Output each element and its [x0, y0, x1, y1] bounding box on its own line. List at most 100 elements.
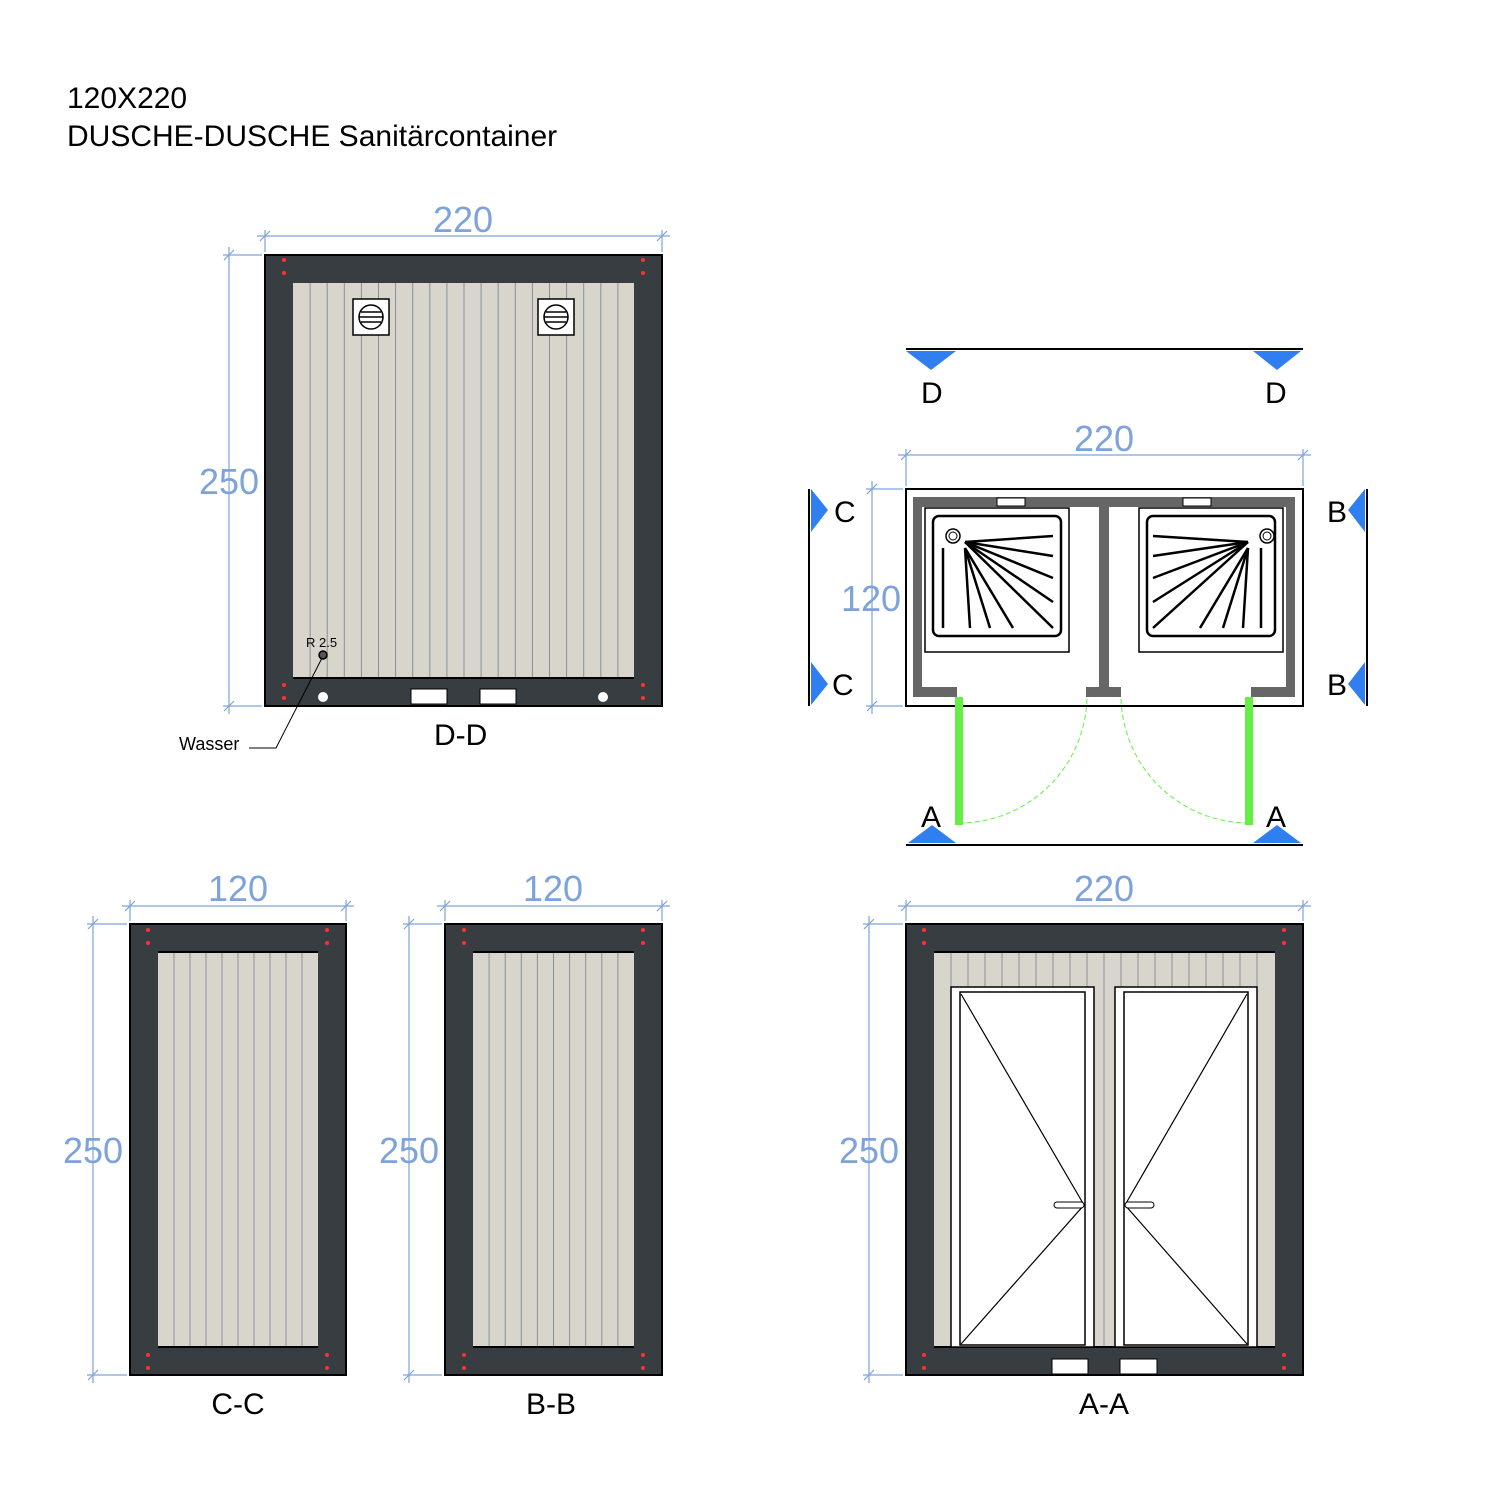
bolt	[922, 928, 926, 932]
tray-line	[1152, 540, 1249, 558]
dimension-tick	[1297, 449, 1309, 461]
section-arrow-icon	[1253, 351, 1301, 370]
bolt	[282, 258, 286, 262]
bolt	[325, 1366, 329, 1370]
tray-line	[964, 541, 1054, 629]
tray-line	[963, 547, 1015, 629]
bolt	[462, 1353, 466, 1357]
drain-icon	[1262, 531, 1272, 541]
tray-line	[964, 540, 1054, 604]
section-marker-b: B	[1327, 496, 1347, 529]
walls	[913, 497, 1295, 697]
bolt	[146, 928, 150, 932]
bolt	[641, 941, 645, 945]
tray-line	[1152, 541, 1249, 629]
dimension-tick	[403, 918, 415, 930]
door-swing-arc	[1120, 696, 1250, 824]
section-marker-a: A	[921, 801, 941, 834]
vent-icon	[996, 497, 1026, 507]
door-handle	[1124, 1201, 1155, 1209]
bolt	[641, 271, 645, 275]
dimension-width: 120	[208, 868, 268, 909]
door-swing-arc	[958, 696, 1088, 824]
tray-line	[1152, 534, 1249, 544]
bolt	[641, 1353, 645, 1357]
bolt	[146, 1366, 150, 1370]
bolt	[146, 941, 150, 945]
vent-icon	[537, 298, 575, 336]
tray-line	[1198, 547, 1250, 629]
forklift-pocket	[1119, 1358, 1158, 1375]
vent-icon	[1182, 497, 1212, 507]
view-a-a: A-A 220 250	[839, 868, 1304, 1421]
bolt	[922, 1366, 926, 1370]
frame-bolts	[146, 258, 1286, 1370]
water-label: Wasser	[179, 734, 239, 754]
dimension-tick	[656, 900, 668, 912]
bolt	[325, 928, 329, 932]
dimension-tick	[87, 918, 99, 930]
dimension-tick	[259, 230, 271, 242]
dimension-width: 120	[523, 868, 583, 909]
bolt	[282, 696, 286, 700]
bolt	[325, 941, 329, 945]
bolt	[1282, 941, 1286, 945]
forklift-pocket	[410, 688, 448, 705]
section-marker-c: C	[834, 496, 856, 529]
floor-plan: D D C C B B A A 220 120	[808, 348, 1368, 846]
dimension-tick	[866, 483, 878, 495]
view-label: D-D	[434, 719, 487, 752]
tray-line	[1241, 547, 1250, 629]
dimension-tick	[223, 249, 235, 261]
dimension-tick	[340, 900, 352, 912]
bolt	[1282, 1353, 1286, 1357]
view-label: C-C	[211, 1388, 264, 1421]
view-label: A-A	[1079, 1388, 1129, 1421]
section-marker-a: A	[1266, 801, 1286, 834]
dimension-width: 220	[433, 199, 493, 240]
bolt	[1282, 1366, 1286, 1370]
door-right	[1114, 986, 1258, 1348]
tray-line	[963, 547, 972, 629]
drain-icon	[948, 531, 958, 541]
drawing-title-name: DUSCHE-DUSCHE Sanitärcontainer	[67, 120, 557, 153]
drawing-title-size: 120X220	[67, 82, 187, 115]
door-leaf	[955, 697, 963, 825]
door-handle	[1053, 1201, 1085, 1209]
dimension-width: 220	[1074, 868, 1134, 909]
dimension-width: 220	[1074, 418, 1134, 459]
dimension-tick	[439, 900, 451, 912]
door-left	[950, 986, 1095, 1348]
drain-hole	[318, 692, 328, 702]
view-c-c: C-C 120 250	[63, 868, 347, 1421]
bolt	[641, 928, 645, 932]
leader-line	[249, 657, 323, 749]
bolt	[462, 1366, 466, 1370]
bolt	[922, 941, 926, 945]
dimension-lines	[87, 230, 1311, 1383]
section-marker-d: D	[921, 377, 943, 410]
dimension-tick	[863, 1369, 875, 1381]
section-marker-d: D	[1265, 377, 1287, 410]
bolt	[282, 271, 286, 275]
tray-line	[1152, 540, 1249, 604]
dimension-tick	[1297, 900, 1309, 912]
forklift-pocket	[1051, 1358, 1089, 1375]
view-label: B-B	[526, 1388, 576, 1421]
view-b-b: B-B 120 250	[379, 868, 663, 1421]
dimension-tick	[900, 900, 912, 912]
tray-line	[964, 540, 1054, 558]
dimension-tick	[863, 918, 875, 930]
bolt	[641, 258, 645, 262]
bolt	[325, 1353, 329, 1357]
bolt	[462, 941, 466, 945]
dimension-tick	[656, 230, 668, 242]
dimension-tick	[403, 1369, 415, 1381]
bolt	[641, 696, 645, 700]
bolt	[1282, 928, 1286, 932]
shower-tray	[924, 507, 1070, 653]
bolt	[641, 683, 645, 687]
bolt	[641, 1366, 645, 1370]
